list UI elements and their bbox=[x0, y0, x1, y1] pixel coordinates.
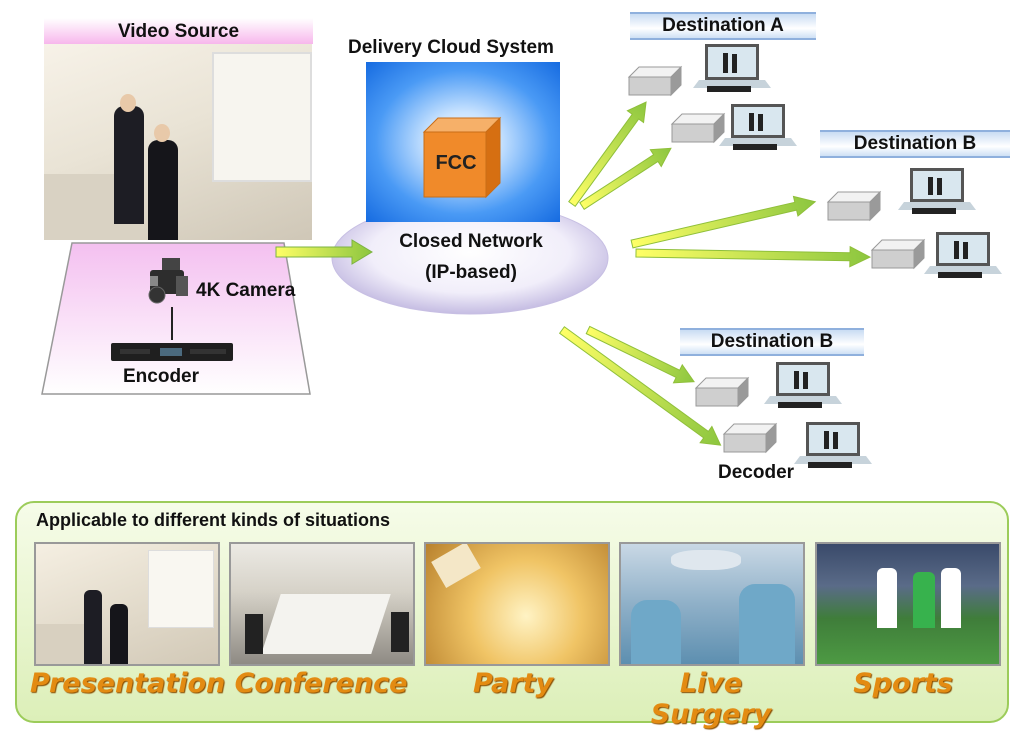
presenter-woman-head bbox=[154, 124, 170, 142]
encoder-icon bbox=[111, 343, 233, 361]
situations-heading: Applicable to different kinds of situati… bbox=[36, 510, 391, 530]
presenter-man bbox=[114, 106, 144, 224]
video-source-title: Video Source bbox=[44, 18, 313, 44]
source-trapezoid bbox=[41, 242, 311, 395]
destination-arrows bbox=[558, 101, 872, 446]
situation-label-party: Party bbox=[472, 668, 554, 699]
situation-label-presentation: Presentation bbox=[30, 668, 226, 699]
destination-a-title: Destination A bbox=[630, 12, 816, 40]
fcc-cube bbox=[422, 116, 502, 199]
situation-label-conference: Conference bbox=[234, 668, 408, 699]
decoder-label: Decoder bbox=[718, 462, 795, 483]
presenter-woman bbox=[148, 140, 178, 240]
network-label-line2: (IP-based) bbox=[425, 262, 517, 283]
destination-c-title: Destination B bbox=[680, 328, 864, 356]
situation-photo-conference bbox=[229, 542, 415, 666]
destination-b-title: Destination B bbox=[820, 130, 1010, 158]
situation-photo-party bbox=[424, 542, 610, 666]
situation-photo-sports bbox=[815, 542, 1001, 666]
situation-photo-live-surgery bbox=[619, 542, 805, 666]
encoder-label: Encoder bbox=[123, 366, 200, 387]
situation-label-sports: Sports bbox=[853, 668, 953, 699]
fcc-label: FCC bbox=[435, 152, 477, 174]
video-source-photo bbox=[44, 44, 312, 240]
situation-photo-presentation bbox=[34, 542, 220, 666]
decoder-boxes bbox=[627, 65, 926, 454]
4k-camera-icon bbox=[148, 258, 188, 304]
delivery-cloud-title: Delivery Cloud System bbox=[348, 37, 554, 58]
network-label-line1: Closed Network bbox=[399, 231, 543, 252]
projection-screen bbox=[212, 52, 312, 182]
situation-label-live-surgery: Live Surgery bbox=[650, 668, 772, 730]
arrows bbox=[275, 239, 373, 265]
laptops bbox=[693, 44, 1002, 468]
presenter-man-head bbox=[120, 94, 136, 112]
camera-label: 4K Camera bbox=[196, 280, 296, 301]
